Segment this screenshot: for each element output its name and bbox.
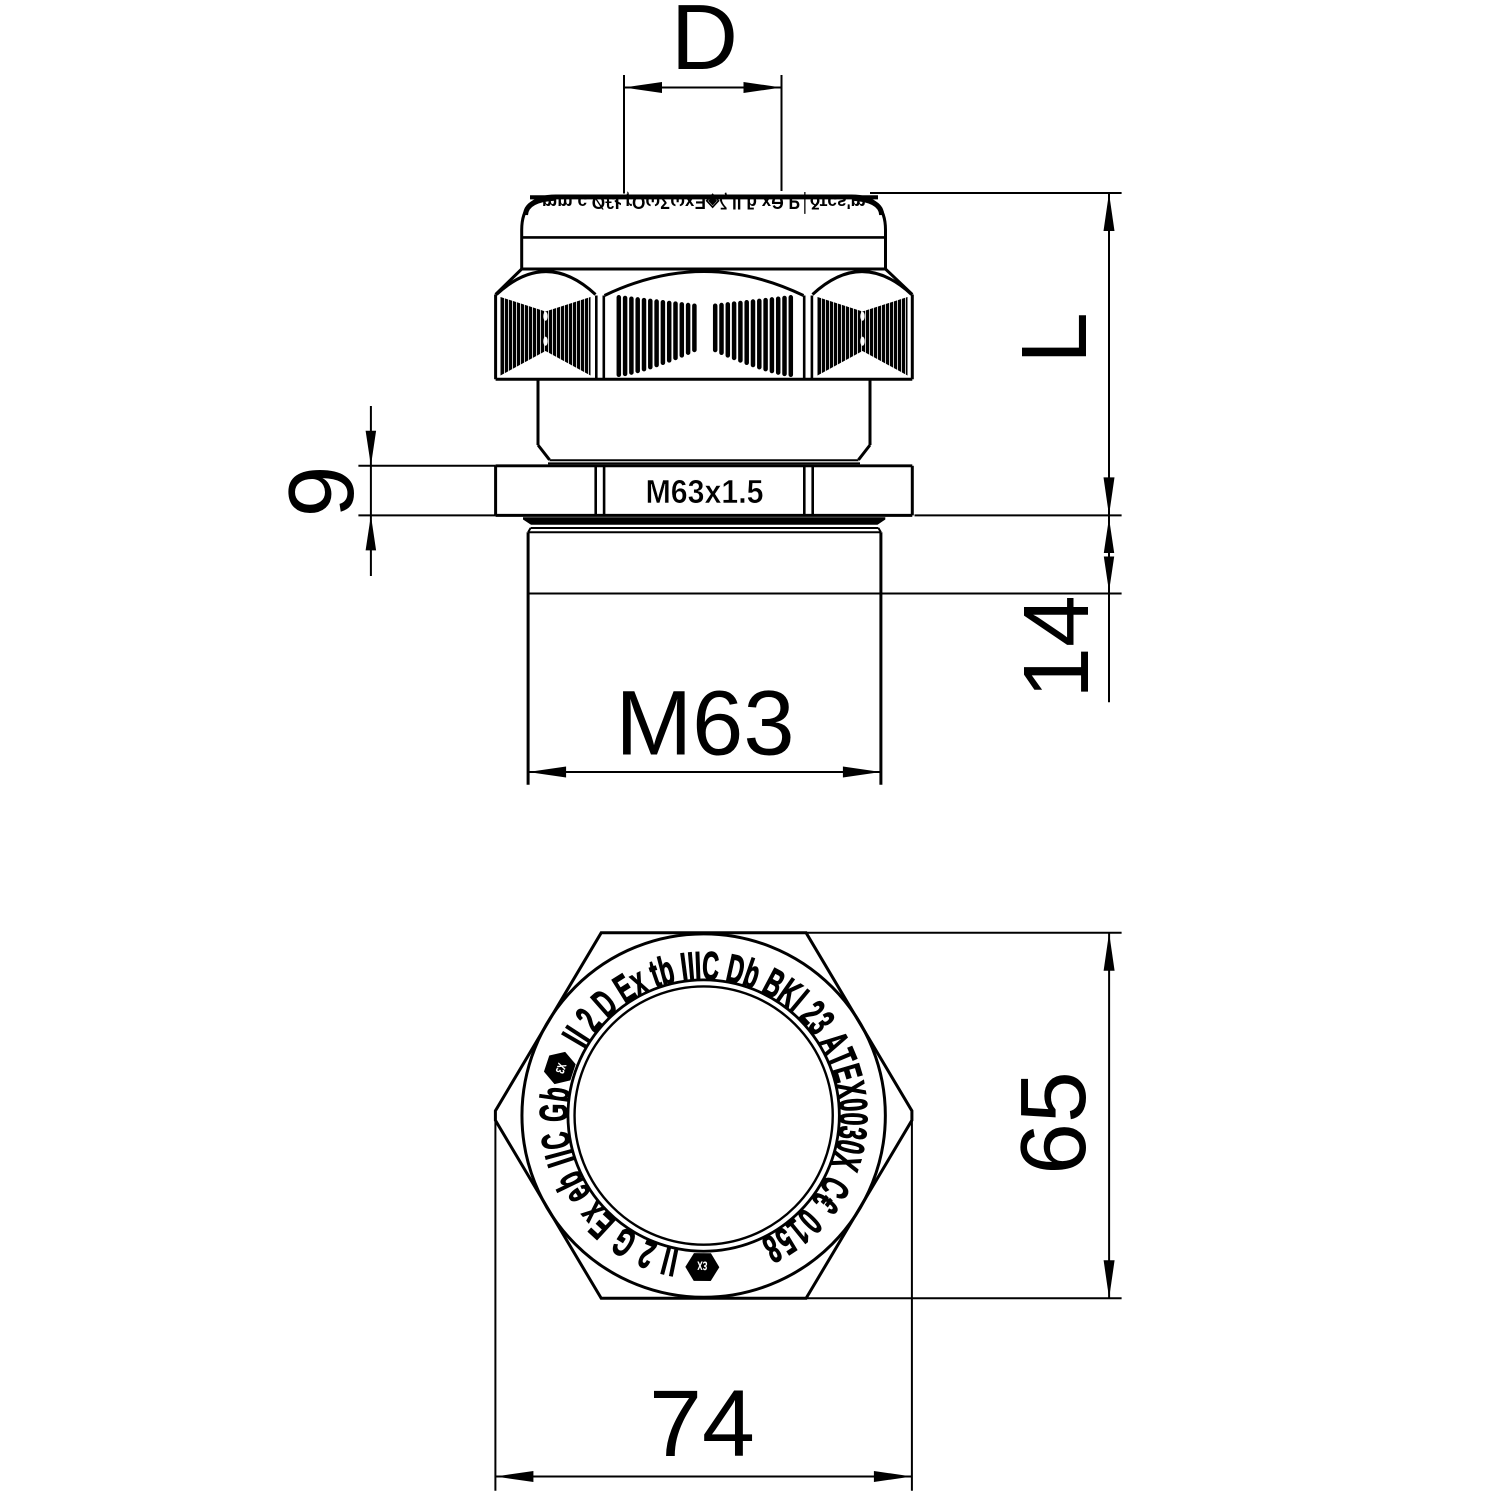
svg-text:9: 9 xyxy=(269,466,373,518)
svg-text:M63: M63 xyxy=(616,673,795,775)
svg-text:3: 3 xyxy=(829,1124,875,1142)
svg-text:L: L xyxy=(1002,312,1106,364)
svg-text:D: D xyxy=(671,0,738,89)
svg-text:mm c Ø£ŁŗOωΣωxƎ◈ζ ll ƃ xƏ Ρ׀δτ: mm c Ø£ŁŗOωΣωxƎ◈ζ ll ƃ xƏ Ρ׀δτϲs'm xyxy=(542,191,866,215)
svg-text:65: 65 xyxy=(1001,1071,1105,1174)
svg-text:14: 14 xyxy=(1004,595,1108,698)
svg-text:C: C xyxy=(701,943,720,989)
svg-text:G: G xyxy=(531,1103,577,1122)
svg-text:74: 74 xyxy=(649,1371,755,1477)
svg-text:I: I xyxy=(686,943,696,989)
svg-text:0: 0 xyxy=(831,1112,877,1126)
svg-text:I: I xyxy=(694,943,702,988)
svg-text:εx: εx xyxy=(697,1258,708,1276)
svg-text:0: 0 xyxy=(830,1097,876,1113)
svg-text:b: b xyxy=(532,1084,579,1105)
svg-text:M63x1.5: M63x1.5 xyxy=(646,473,764,510)
